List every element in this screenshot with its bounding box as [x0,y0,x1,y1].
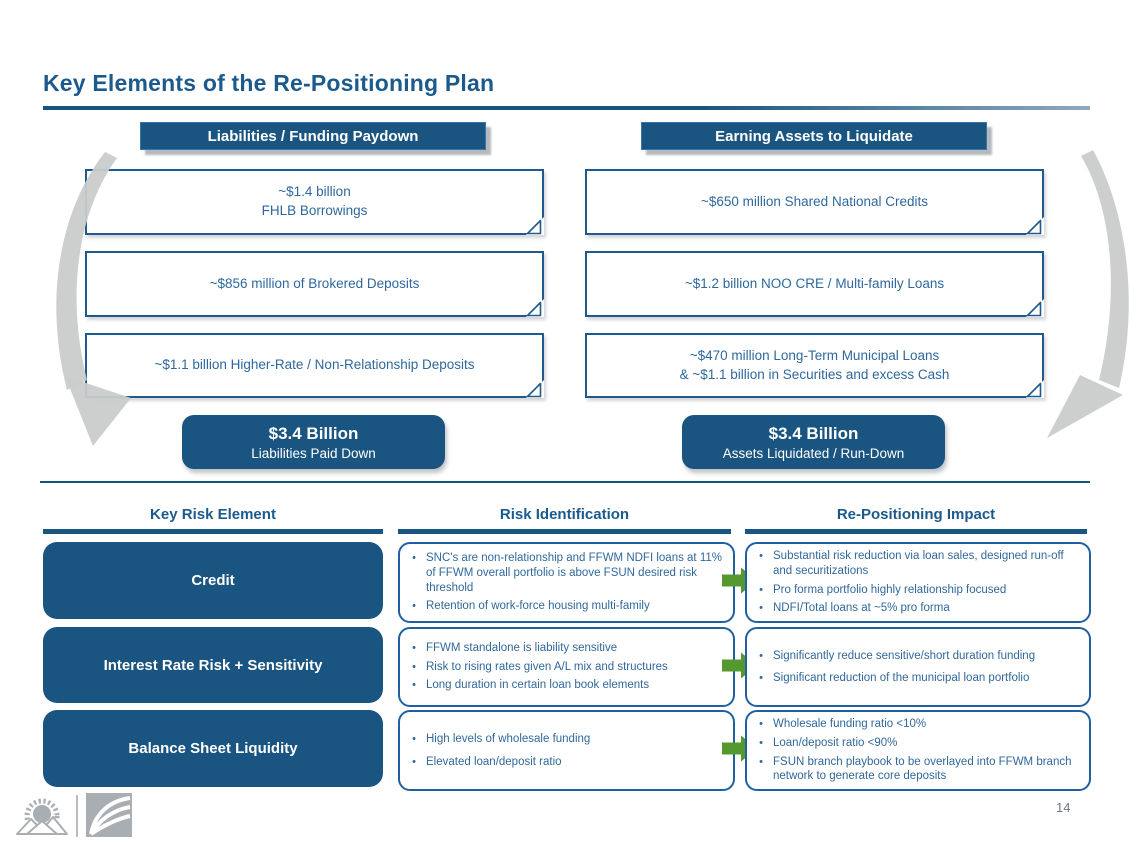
total-box-assets: $3.4 Billion Assets Liquidated / Run-Dow… [682,415,945,469]
box-line: ~$1.2 billion NOO CRE / Multi-family Loa… [684,275,945,291]
risk-element-label: Credit [191,572,235,589]
total-amount: $3.4 Billion [768,423,859,443]
bullet-item: •Significantly reduce sensitive/short du… [749,649,1081,664]
total-amount: $3.4 Billion [268,423,359,443]
bullet-icon: • [412,660,416,673]
bullet-icon: • [412,552,416,565]
column-underline [745,529,1087,534]
box-line: ~$470 million Long-Term Municipal Loans [689,347,940,363]
folded-corner-icon [1026,380,1044,398]
bullet-item: •High levels of wholesale funding [402,732,725,747]
risk-element-liquidity: Balance Sheet Liquidity [43,710,383,787]
bullet-icon: • [759,602,763,615]
bullet-item: •Loan/deposit ratio <90% [749,736,1081,751]
box-line: ~$1.4 billion [278,184,351,200]
risk-identification-panel-liquidity: •High levels of wholesale funding •Eleva… [398,710,735,791]
bullet-icon: • [759,649,763,662]
book-pages-logo-icon [86,793,132,837]
doc-box-fhlb-borrowings: ~$1.4 billion FHLB Borrowings [85,169,544,235]
bullet-item: •SNC's are non-relationship and FFWM NDF… [402,551,725,595]
doc-box-brokered-deposits: ~$856 million of Brokered Deposits [85,251,544,317]
risk-element-interest-rate: Interest Rate Risk + Sensitivity [43,627,383,703]
bullet-item: •Wholesale funding ratio <10% [749,717,1081,732]
risk-identification-panel-credit: •SNC's are non-relationship and FFWM NDF… [398,542,735,623]
page-number: 14 [1056,800,1071,815]
box-line: ~$1.1 billion Higher-Rate / Non-Relation… [154,357,475,373]
total-label: Assets Liquidated / Run-Down [722,445,905,461]
bullet-item: •Significant reduction of the municipal … [749,671,1081,686]
bullet-icon: • [759,550,763,563]
section-header-label: Liabilities / Funding Paydown [207,127,419,145]
bullet-item: •FFWM standalone is liability sensitive [402,641,725,656]
risk-identification-panel-interest-rate: •FFWM standalone is liability sensitive … [398,627,735,707]
bullet-item: •NDFI/Total loans at ~5% pro forma [749,601,1081,616]
sunburst-logo-icon [16,798,68,835]
column-underline [43,529,383,534]
doc-box-higher-rate-deposits: ~$1.1 billion Higher-Rate / Non-Relation… [85,333,544,398]
column-header-key-risk-element: Key Risk Element [150,506,276,523]
column-header-repositioning-impact: Re-Positioning Impact [836,506,996,523]
bullet-item: •Long duration in certain loan book elem… [402,678,725,693]
column-underline [398,529,731,534]
box-line: FHLB Borrowings [261,203,368,218]
impact-panel-interest-rate: •Significantly reduce sensitive/short du… [745,627,1091,707]
box-line: & ~$1.1 billion in Securities and excess… [679,366,950,382]
doc-box-noo-cre-loans: ~$1.2 billion NOO CRE / Multi-family Loa… [585,251,1044,317]
bullet-item: •Elevated loan/deposit ratio [402,755,725,770]
section-divider [40,481,1090,483]
curved-arrow-right-icon [1047,150,1129,438]
page-title: Key Elements of the Re-Positioning Plan [43,70,495,96]
folded-corner-icon [1026,299,1044,317]
bullet-icon: • [412,679,416,692]
doc-box-shared-national-credits: ~$650 million Shared National Credits [585,169,1044,235]
bullet-icon: • [412,641,416,654]
folded-corner-icon [526,299,544,317]
section-header-earning-assets: Earning Assets to Liquidate [641,122,987,150]
logo-divider [76,795,78,837]
box-line: ~$650 million Shared National Credits [700,193,928,209]
bullet-icon: • [412,755,416,768]
bullet-icon: • [759,583,763,596]
section-header-label: Earning Assets to Liquidate [715,127,913,145]
folded-corner-icon [1026,217,1044,235]
column-header-risk-identification: Risk Identification [499,506,630,523]
bullet-icon: • [759,671,763,684]
risk-element-credit: Credit [43,542,383,619]
risk-element-label: Balance Sheet Liquidity [128,740,298,757]
bullet-icon: • [412,732,416,745]
bullet-item: •Risk to rising rates given A/L mix and … [402,660,725,675]
folded-corner-icon [526,217,544,235]
folded-corner-icon [526,380,544,398]
impact-panel-credit: •Substantial risk reduction via loan sal… [745,542,1091,623]
risk-element-label: Interest Rate Risk + Sensitivity [103,656,323,674]
bullet-icon: • [759,755,763,768]
section-header-liabilities: Liabilities / Funding Paydown [140,122,486,150]
doc-box-municipal-loans-securities: ~$470 million Long-Term Municipal Loans … [585,333,1044,398]
bullet-icon: • [759,718,763,731]
bullet-item: •Pro forma portfolio highly relationship… [749,583,1081,598]
total-box-liabilities: $3.4 Billion Liabilities Paid Down [182,415,445,469]
bullet-icon: • [412,600,416,613]
curved-arrow-left-icon [56,152,131,446]
box-line: ~$856 million of Brokered Deposits [209,275,420,291]
bullet-item: •Substantial risk reduction via loan sal… [749,549,1081,578]
total-label: Liabilities Paid Down [251,445,376,461]
bullet-item: •Retention of work-force housing multi-f… [402,599,725,614]
impact-panel-liquidity: •Wholesale funding ratio <10% •Loan/depo… [745,710,1091,791]
bullet-item: •FSUN branch playbook to be overlayed in… [749,755,1081,784]
title-underline [43,106,1090,110]
bullet-icon: • [759,736,763,749]
